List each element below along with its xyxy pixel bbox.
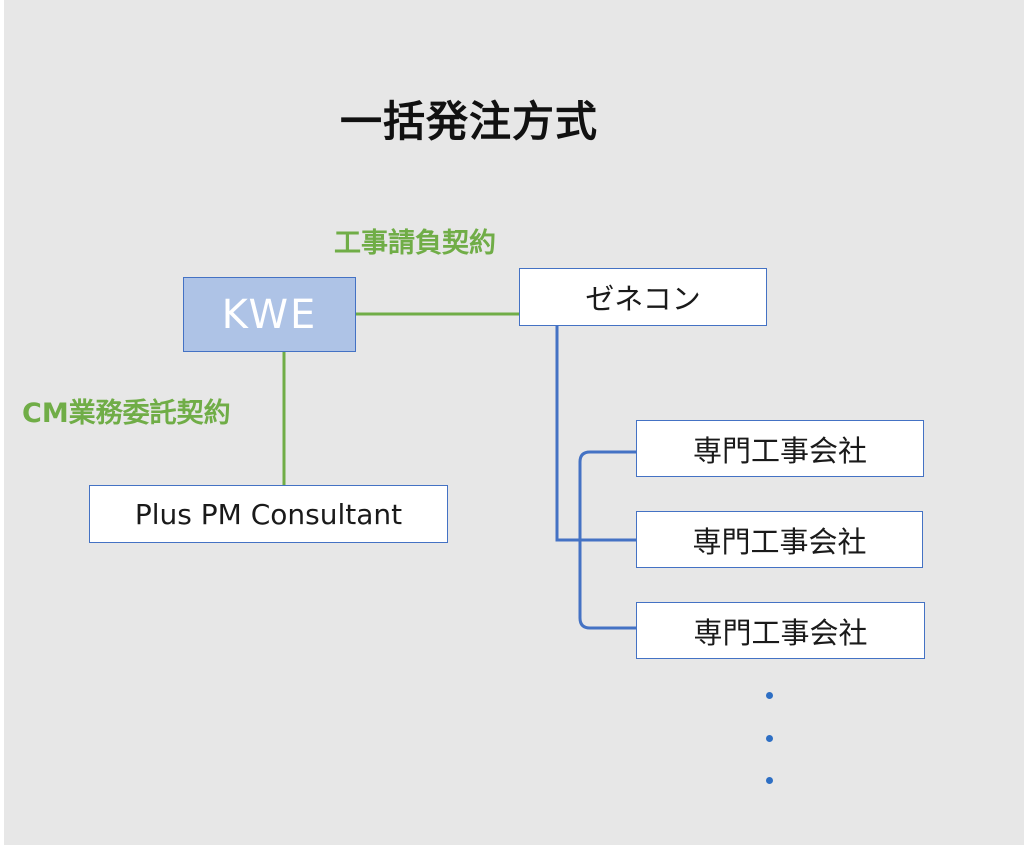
cm-contract-label: CM業務委託契約 bbox=[22, 398, 231, 429]
diagram-title: 一括発注方式 bbox=[340, 97, 599, 146]
construction-contract-label: 工事請負契約 bbox=[334, 228, 496, 259]
subcontractor-node: 専門工事会社 bbox=[636, 420, 924, 477]
general-contractor-node: ゼネコン bbox=[519, 268, 767, 326]
continuation-dot bbox=[766, 692, 773, 699]
subcontractor-node: 専門工事会社 bbox=[636, 602, 925, 659]
consultant-node: Plus PM Consultant bbox=[89, 485, 448, 543]
subcontractor-node: 専門工事会社 bbox=[636, 511, 923, 568]
kwe-node: KWE bbox=[183, 277, 356, 352]
continuation-dot bbox=[766, 777, 773, 784]
general-contractor-trunk-line bbox=[555, 326, 636, 542]
continuation-dot bbox=[766, 735, 773, 742]
subcontractor-bracket-line bbox=[578, 450, 636, 630]
